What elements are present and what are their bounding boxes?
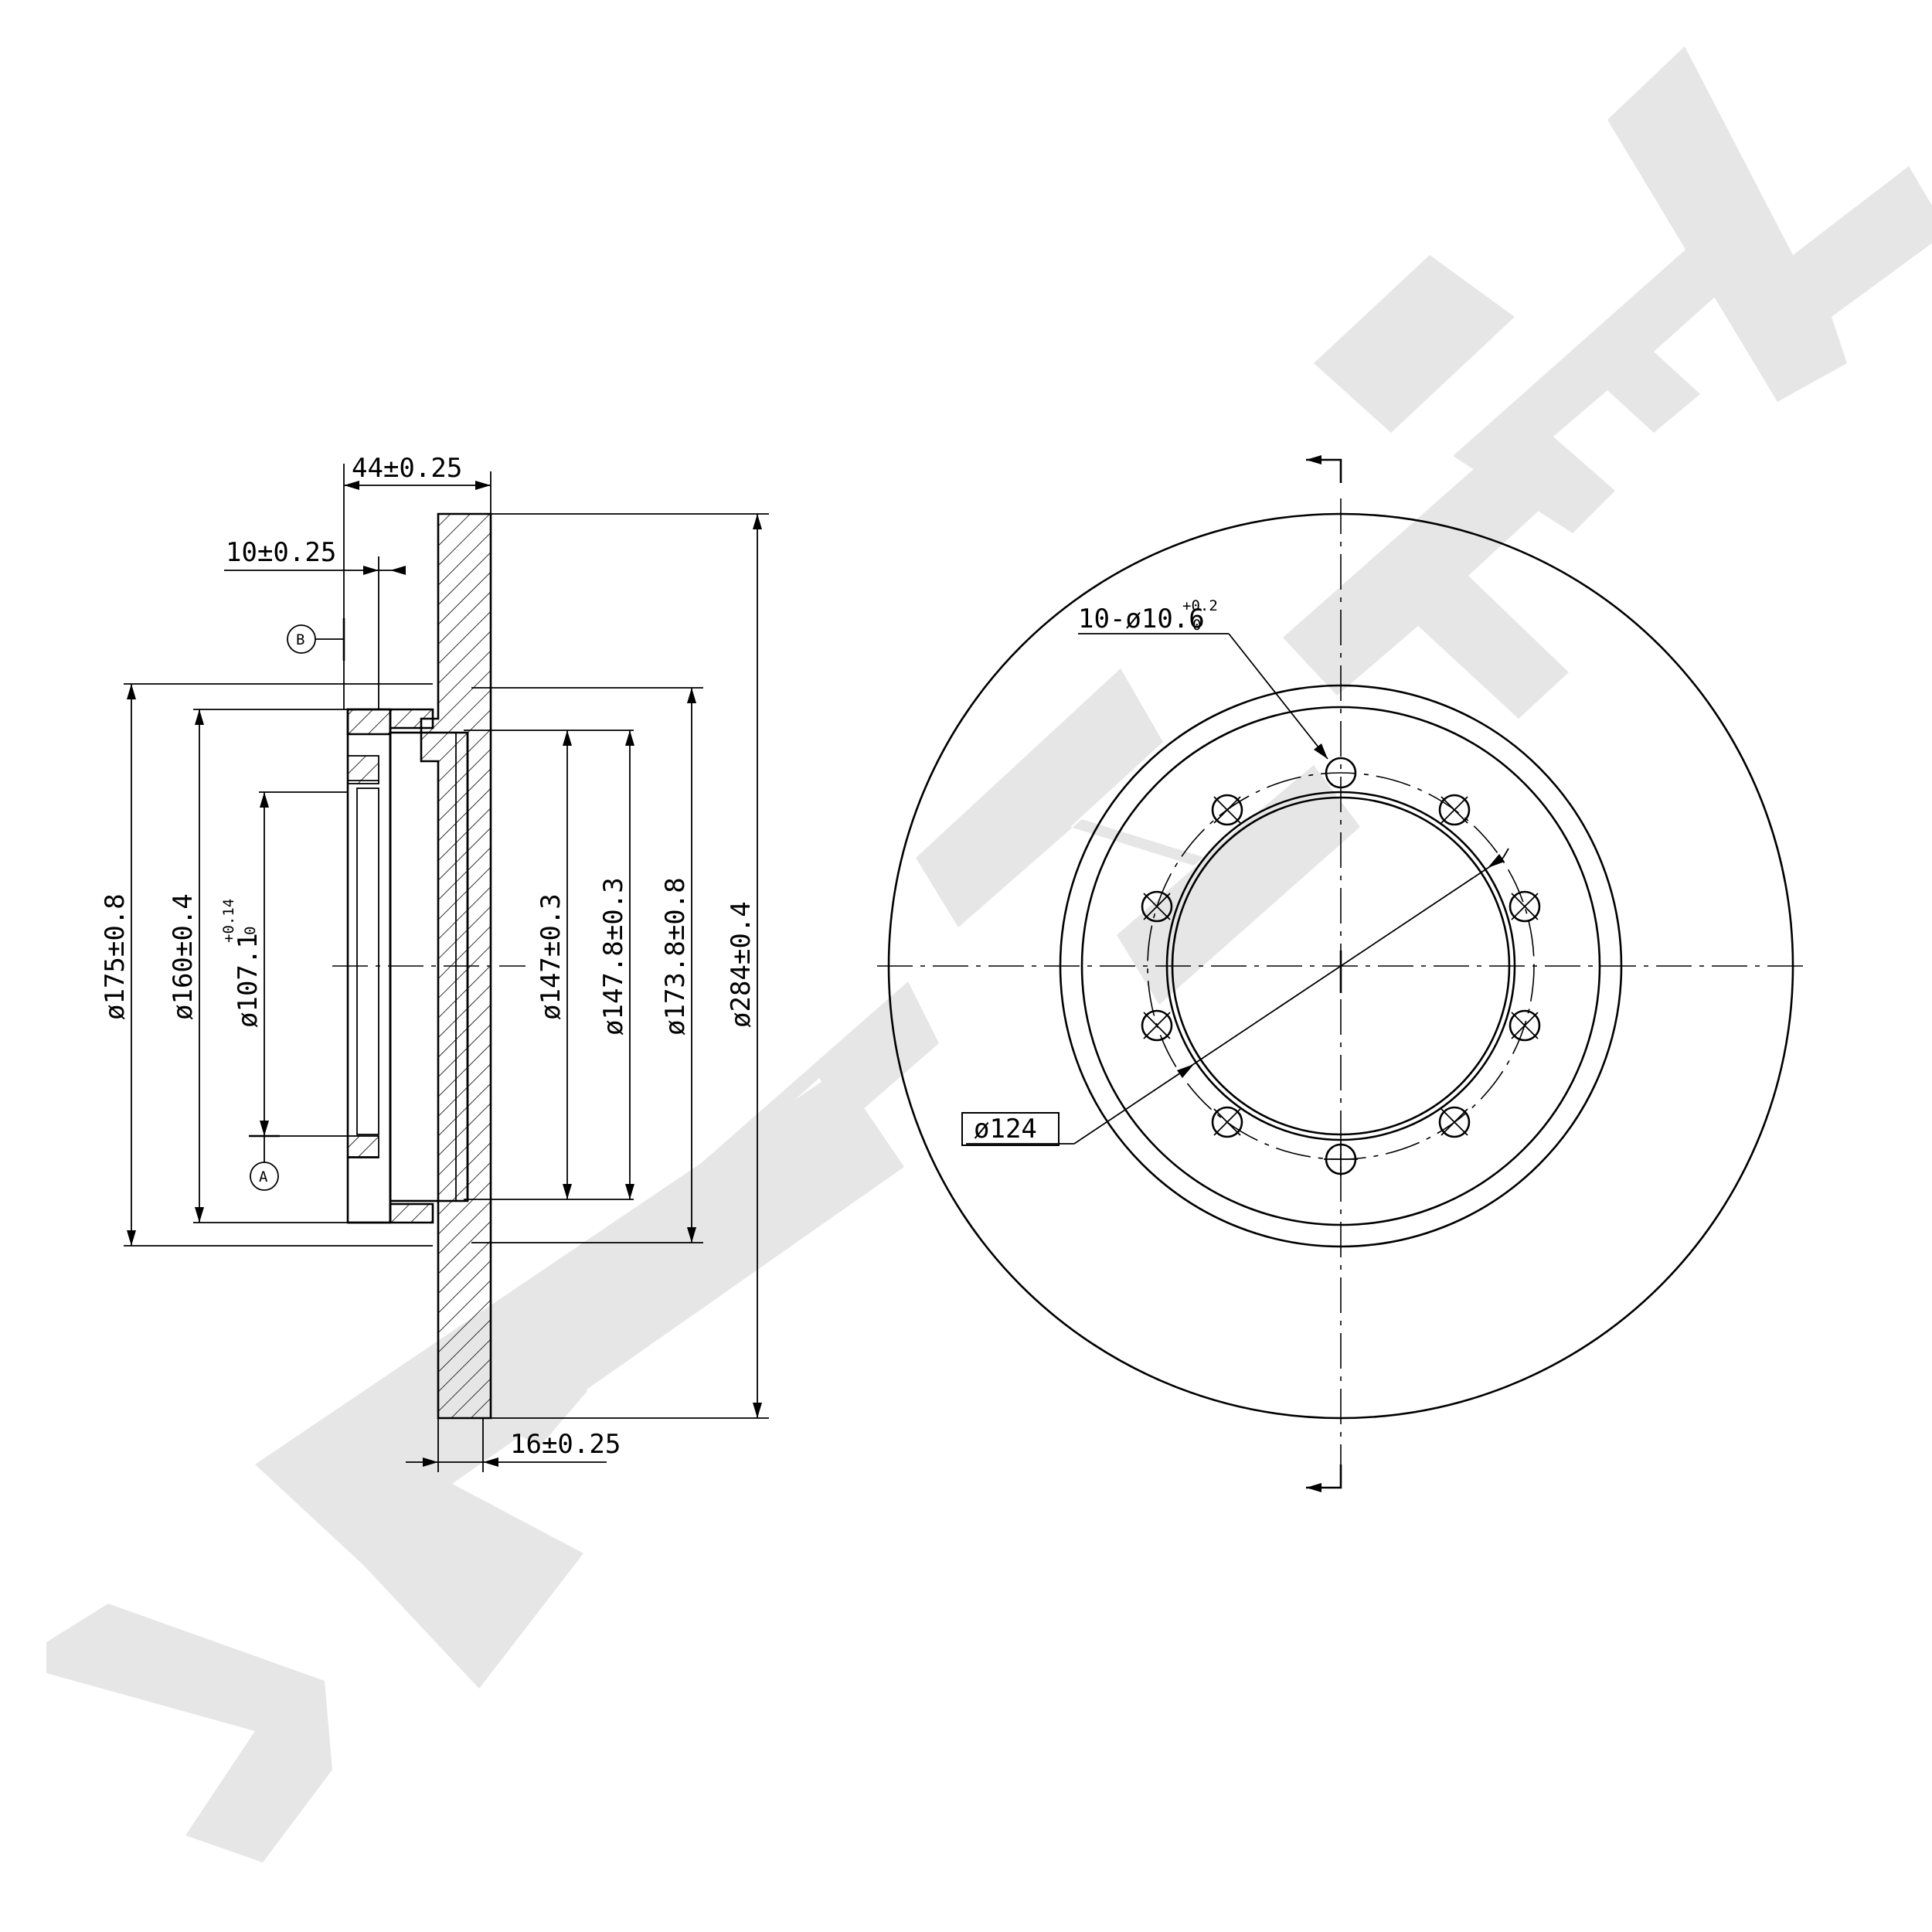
bolt-hole bbox=[1211, 794, 1243, 826]
dim-d147: ø147±0.3 bbox=[536, 893, 566, 1020]
holes-label: 10-ø10.6 bbox=[1078, 604, 1205, 634]
front-view: ø124 10-ø10.6 +0.2 0 bbox=[877, 455, 1808, 1492]
center-bore-inner bbox=[1171, 796, 1511, 1136]
dim-hub-offset: 10±0.25 bbox=[226, 537, 336, 568]
outer-rim bbox=[887, 512, 1794, 1420]
zentek-watermark bbox=[46, 46, 1932, 1862]
bolt-hole-section-bottom bbox=[347, 1135, 379, 1158]
holes-tol-lower: 0 bbox=[1192, 617, 1201, 634]
bolt-holes bbox=[1141, 757, 1541, 1175]
bolt-hole-section-top bbox=[347, 755, 379, 784]
dim-d107-tol-lower: 0 bbox=[242, 927, 259, 935]
bolt-hole bbox=[1509, 1009, 1541, 1042]
bolt-hole bbox=[1211, 1106, 1243, 1138]
bolt-circle-label: ø124 bbox=[974, 1114, 1037, 1145]
dim-d107-tol-upper: +0.14 bbox=[220, 899, 237, 943]
dim-d160: ø160±0.4 bbox=[168, 893, 199, 1020]
dim-d107: ø107.1 bbox=[233, 933, 264, 1028]
bolt-hole bbox=[1438, 794, 1471, 826]
datum-a-label: A bbox=[259, 1168, 268, 1185]
holes-tol-upper: +0.2 bbox=[1182, 597, 1218, 614]
bolt-hole bbox=[1141, 890, 1173, 923]
center-bore-outer bbox=[1165, 791, 1516, 1141]
friction-inner-edge bbox=[1059, 684, 1623, 1248]
side-section-view: 44±0.25 10±0.25 16±0.25 B A ø175±0.8 ø16… bbox=[100, 453, 769, 1472]
bolt-circle-label-box bbox=[961, 1112, 1060, 1146]
hat-outer bbox=[1080, 706, 1601, 1226]
dim-d173-8: ø173.8±0.8 bbox=[660, 877, 691, 1036]
bolt-hole bbox=[1325, 757, 1357, 789]
dim-disc-thickness: 16±0.25 bbox=[510, 1429, 621, 1460]
dim-d147-8: ø147.8±0.3 bbox=[598, 877, 629, 1036]
bolt-hole bbox=[1438, 1106, 1471, 1138]
bolt-hole bbox=[1509, 890, 1541, 923]
datum-b-label: B bbox=[296, 631, 304, 648]
dim-d284: ø284±0.4 bbox=[726, 901, 757, 1028]
dim-d175: ø175±0.8 bbox=[100, 893, 131, 1020]
dim-overall-width: 44±0.25 bbox=[352, 453, 462, 484]
bolt-hole bbox=[1141, 1009, 1173, 1042]
mounting-face-inner bbox=[356, 787, 379, 1135]
